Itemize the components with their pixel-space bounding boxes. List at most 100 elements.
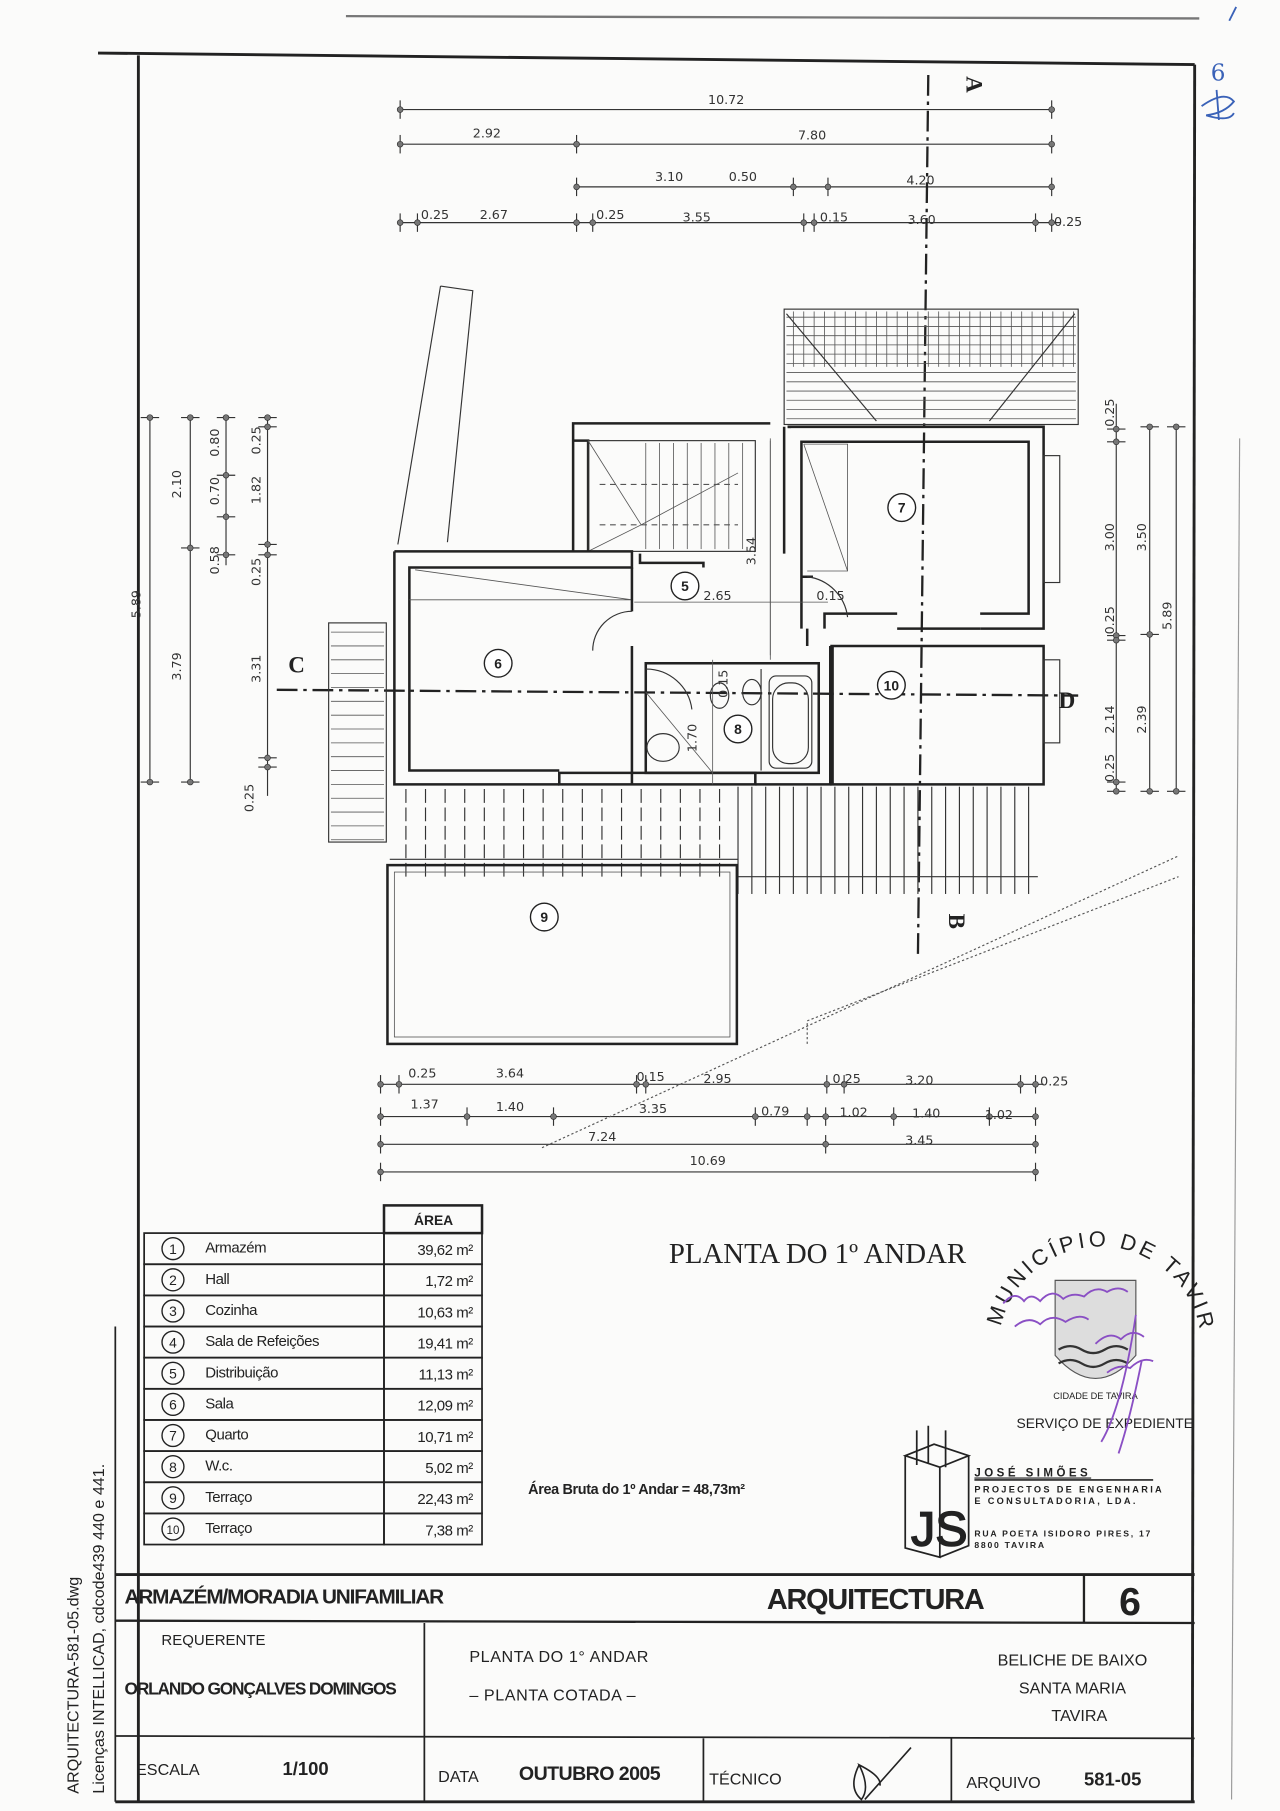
room-number-circle <box>161 1330 185 1354</box>
left-dimension-label: 0.80 <box>207 429 222 457</box>
room-number: 1 <box>169 1241 177 1257</box>
room-number-circle <box>161 1299 185 1323</box>
right-dimension-label: 0.25 <box>1102 754 1117 782</box>
drawing-title: PLANTA DO 1º ANDAR <box>669 1238 967 1270</box>
dimension-node <box>803 1113 811 1120</box>
room-number-circle <box>670 571 700 601</box>
location-line-1: BELICHE DE BAIXO <box>998 1652 1148 1670</box>
dimension-node <box>222 513 230 520</box>
plan-dim-0-15-v: 0.15 <box>716 670 731 698</box>
room-number-circle <box>161 1268 185 1292</box>
dimension-node <box>986 1113 993 1120</box>
dimension-node <box>264 541 271 548</box>
dimension-node <box>1113 636 1120 644</box>
dimension-node <box>222 551 230 559</box>
dimension-node <box>377 1081 384 1088</box>
top-dimension-label: 7.80 <box>798 128 826 143</box>
section-marker-c: C <box>288 651 305 677</box>
requester-name: ORLANDO GONÇALVES DOMINGOS <box>125 1678 397 1698</box>
room-area: 10,71 m² <box>417 1429 473 1446</box>
room-number-circle <box>161 1423 185 1448</box>
right-dimension-label: 0.25 <box>1102 606 1117 634</box>
room-number-label: 8 <box>734 721 742 737</box>
room-area: 11,13 m² <box>418 1367 473 1384</box>
sheet-number: 6 <box>1119 1581 1141 1624</box>
room-area: 22,43 m² <box>417 1491 473 1508</box>
room-number: 2 <box>169 1272 177 1288</box>
room-number-circle <box>161 1237 185 1261</box>
right-dimension-label: 3.00 <box>1102 523 1117 551</box>
scale-value: 1/100 <box>283 1758 329 1779</box>
company-name: JOSÉ SIMÕES <box>974 1466 1091 1479</box>
dimension-node <box>810 219 818 226</box>
dimension-node <box>800 219 807 226</box>
dimension-node <box>264 423 271 431</box>
section-marker-b: B <box>944 914 970 929</box>
room-name: Cozinha <box>205 1302 258 1319</box>
dimension-node <box>396 140 404 148</box>
left-dimension-label: 0.58 <box>207 546 222 574</box>
top-dimension-label: 0.50 <box>729 169 757 184</box>
dimension-node <box>1048 140 1055 148</box>
room-name: Armazém <box>205 1240 266 1257</box>
room-name: Sala <box>205 1395 234 1412</box>
room-number: 6 <box>169 1397 177 1413</box>
dimension-node <box>222 472 230 479</box>
room-number: 5 <box>169 1365 177 1381</box>
dimension-node <box>377 1141 384 1148</box>
handwritten-page-number: 6 <box>1211 61 1226 87</box>
dimension-node <box>822 1141 829 1148</box>
top-dimension-label: 0.15 <box>820 209 848 224</box>
dimension-node <box>1113 788 1120 795</box>
dimension-node <box>264 551 271 559</box>
left-dimension-label: 0.25 <box>249 558 264 586</box>
bottom-dimension-label: 10.69 <box>690 1153 726 1168</box>
date-value: OUTUBRO 2005 <box>519 1763 661 1785</box>
roof-hatch <box>783 308 1079 426</box>
left-dimension-label: 0.25 <box>242 784 257 812</box>
coat-of-arms-icon <box>1054 1279 1137 1379</box>
room-number-label: 9 <box>540 909 548 925</box>
date-label: DATA <box>438 1768 479 1786</box>
room-number: 4 <box>169 1334 177 1350</box>
dimension-node <box>752 1113 759 1120</box>
room-number-label: 10 <box>884 677 900 693</box>
room-area: 39,62 m² <box>417 1242 473 1259</box>
dimension-node <box>1032 1168 1039 1176</box>
dimension-node <box>1172 788 1180 795</box>
project-name: ARMAZÉM/MORADIA UNIFAMILIAR <box>125 1585 445 1608</box>
file-value: 581-05 <box>1084 1769 1141 1790</box>
left-dimension-label: 0.25 <box>249 426 264 454</box>
dimension-node <box>550 1113 557 1120</box>
room-name: Sala de Refeições <box>205 1333 319 1350</box>
left-dimension-label: 3.79 <box>169 652 184 680</box>
dimension-node <box>1048 106 1055 113</box>
room-number-circle <box>161 1486 185 1510</box>
room-number-circle <box>161 1392 185 1417</box>
dimension-node <box>822 1113 829 1120</box>
room-number-label: 7 <box>898 500 906 516</box>
company-line1: PROJECTOS DE ENGENHARIA <box>974 1485 1164 1495</box>
bottom-dimension-label: 3.45 <box>905 1132 933 1147</box>
room-number-circle <box>887 493 917 523</box>
dimension-node <box>264 754 271 762</box>
stamp-inner-text: CIDADE DE TAVIRA <box>1053 1391 1138 1401</box>
bottom-dimension-label: 0.25 <box>408 1065 436 1080</box>
bottom-dimension-label: 0.79 <box>761 1103 789 1118</box>
room-name: Distribuição <box>205 1364 278 1381</box>
dimension-node <box>890 1113 897 1120</box>
room-number: 10 <box>167 1525 180 1537</box>
technician-signature <box>853 1747 912 1801</box>
dimension-node <box>642 1081 649 1088</box>
top-dimension-label: 0.25 <box>596 207 624 222</box>
dimension-node <box>463 1113 471 1120</box>
dimension-node <box>377 1113 384 1120</box>
location-line-3: TAVIRA <box>1051 1707 1107 1725</box>
dimension-node <box>589 219 596 226</box>
dimension-node <box>377 1168 384 1176</box>
section-marker-a: A <box>961 76 987 93</box>
room-name: W.c. <box>205 1458 232 1475</box>
